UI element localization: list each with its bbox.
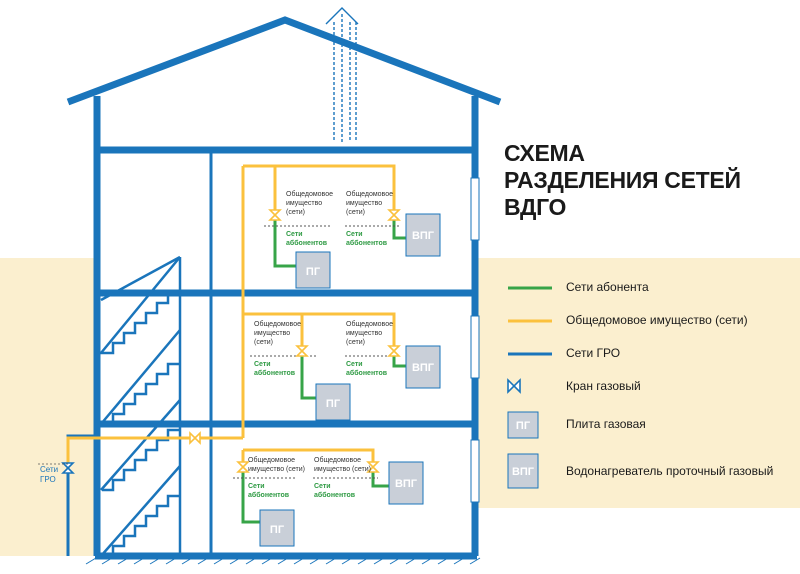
title-line-3: ВДГО	[504, 194, 567, 220]
diagram-title: СХЕМА РАЗДЕЛЕНИЯ СЕТЕЙ ВДГО	[504, 140, 784, 221]
vpg-label: ВПГ	[412, 230, 435, 242]
common-text: Общедомовое	[314, 456, 361, 464]
common-text: имущество	[254, 330, 290, 337]
gro-text: ГРО	[40, 475, 56, 484]
house-structure	[66, 16, 502, 560]
common-text: имущество	[346, 330, 382, 337]
common-text: Общедомовое	[286, 190, 333, 198]
common-text: (сети)	[346, 339, 365, 346]
windows	[470, 177, 480, 503]
appliances	[259, 213, 441, 547]
legend-pg-text: Плита газовая	[566, 417, 646, 431]
common-pipes	[66, 164, 396, 468]
legend-valve-text: Кран газовый	[566, 379, 641, 393]
legend-vpg-text: Водонагреватель проточный газовый	[566, 464, 774, 478]
ground-band-left	[0, 258, 95, 556]
owner-text: аббонентов	[286, 239, 328, 247]
pg-label: ПГ	[326, 398, 341, 410]
common-text: (сети)	[254, 339, 273, 346]
common-text: Общедомовое	[346, 190, 393, 198]
legend-pg-box	[507, 411, 539, 439]
common-text: имущество (сети)	[314, 466, 371, 473]
staircase	[100, 255, 182, 558]
owner-text: аббонентов	[314, 491, 356, 499]
title-line-2: РАЗДЕЛЕНИЯ СЕТЕЙ	[504, 167, 741, 193]
common-text: Общедомовое	[346, 320, 393, 328]
vpg-label: ВПГ	[395, 478, 418, 490]
common-text: имущество	[286, 200, 322, 207]
owner-text: аббонентов	[346, 239, 388, 247]
legend-pg-label: ПГ	[516, 420, 531, 432]
subscriber-pipes	[241, 218, 406, 524]
common-text: имущество (сети)	[248, 466, 305, 473]
owner-text: Сети	[346, 231, 363, 238]
vpg-label: ВПГ	[412, 362, 435, 374]
owner-text: Сети	[286, 231, 303, 238]
owner-text: Сети	[248, 483, 265, 490]
owner-text: Сети	[314, 483, 331, 490]
owner-text: Сети	[254, 361, 271, 368]
legend-vpg-box	[507, 453, 539, 489]
legend-green-text: Сети абонента	[566, 280, 649, 294]
valve-icon	[189, 209, 401, 473]
pg-label: ПГ	[270, 524, 285, 536]
gro-valve-icon	[61, 462, 75, 474]
legend-blue-text: Сети ГРО	[566, 346, 621, 360]
common-text: (сети)	[346, 209, 365, 216]
owner-text: аббонентов	[248, 491, 290, 499]
legend-yellow-text: Общедомовое имущество (сети)	[566, 313, 748, 327]
foundation-hatch	[85, 557, 481, 565]
owner-text: Сети	[346, 361, 363, 368]
common-text: Общедомовое	[254, 320, 301, 328]
title-line-1: СХЕМА	[504, 140, 585, 166]
legend-symbols	[507, 286, 552, 489]
gro-text: Сети	[40, 465, 58, 474]
legend-valve-icon	[507, 378, 521, 394]
legend-vpg-label: ВПГ	[512, 466, 535, 478]
owner-text: аббонентов	[254, 369, 296, 377]
pg-label: ПГ	[306, 266, 321, 278]
chimney-vent	[325, 7, 359, 142]
owner-text: аббонентов	[346, 369, 388, 377]
common-text: имущество	[346, 200, 382, 207]
common-text: (сети)	[286, 209, 305, 216]
common-text: Общедомовое	[248, 456, 295, 464]
